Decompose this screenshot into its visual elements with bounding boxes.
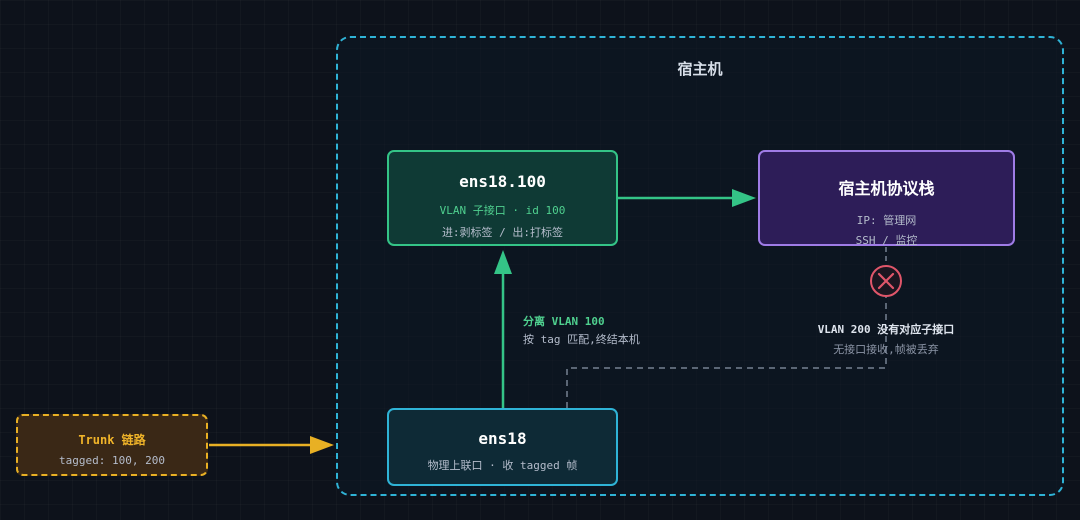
protocol-stack-services: SSH / 监控 (855, 234, 918, 247)
drop-annotation-sub: 无接口接收,帧被丢弃 (833, 343, 939, 356)
subinterface-title: ens18.100 (459, 172, 546, 191)
subinterface-tag-note: 进:剥标签 / 出:打标签 (441, 226, 564, 239)
x-circle-icon (870, 265, 902, 297)
demux-annotation-sub: 按 tag 匹配,终结本机 (523, 333, 640, 346)
demux-arrowhead (494, 250, 512, 274)
trunk-arrowhead (310, 436, 334, 454)
physical-interface-node: ens18 物理上联口 · 收 tagged 帧 (387, 408, 618, 486)
physical-interface-title: ens18 (478, 429, 527, 448)
trunk-link-node: Trunk 链路 tagged: 100, 200 (16, 414, 208, 476)
stack-arrowhead (732, 189, 756, 207)
trunk-link-tags: tagged: 100, 200 (59, 454, 165, 467)
subinterface-node: ens18.100 VLAN 子接口 · id 100 进:剥标签 / 出:打标… (387, 150, 618, 246)
protocol-stack-ip: IP: 管理网 (856, 214, 917, 227)
physical-interface-desc: 物理上联口 · 收 tagged 帧 (427, 459, 578, 472)
protocol-stack-node: 宿主机协议栈 IP: 管理网 SSH / 监控 (758, 150, 1015, 247)
subinterface-vlan-label: VLAN 子接口 · id 100 (439, 204, 566, 217)
trunk-link-title: Trunk 链路 (78, 433, 146, 447)
host-title: 宿主机 (677, 60, 723, 78)
vlan200-drop-path (566, 297, 887, 408)
protocol-stack-title: 宿主机协议栈 (838, 179, 935, 198)
demux-annotation-title: 分离 VLAN 100 (523, 315, 605, 328)
drop-annotation-title: VLAN 200 没有对应子接口 (817, 323, 955, 336)
